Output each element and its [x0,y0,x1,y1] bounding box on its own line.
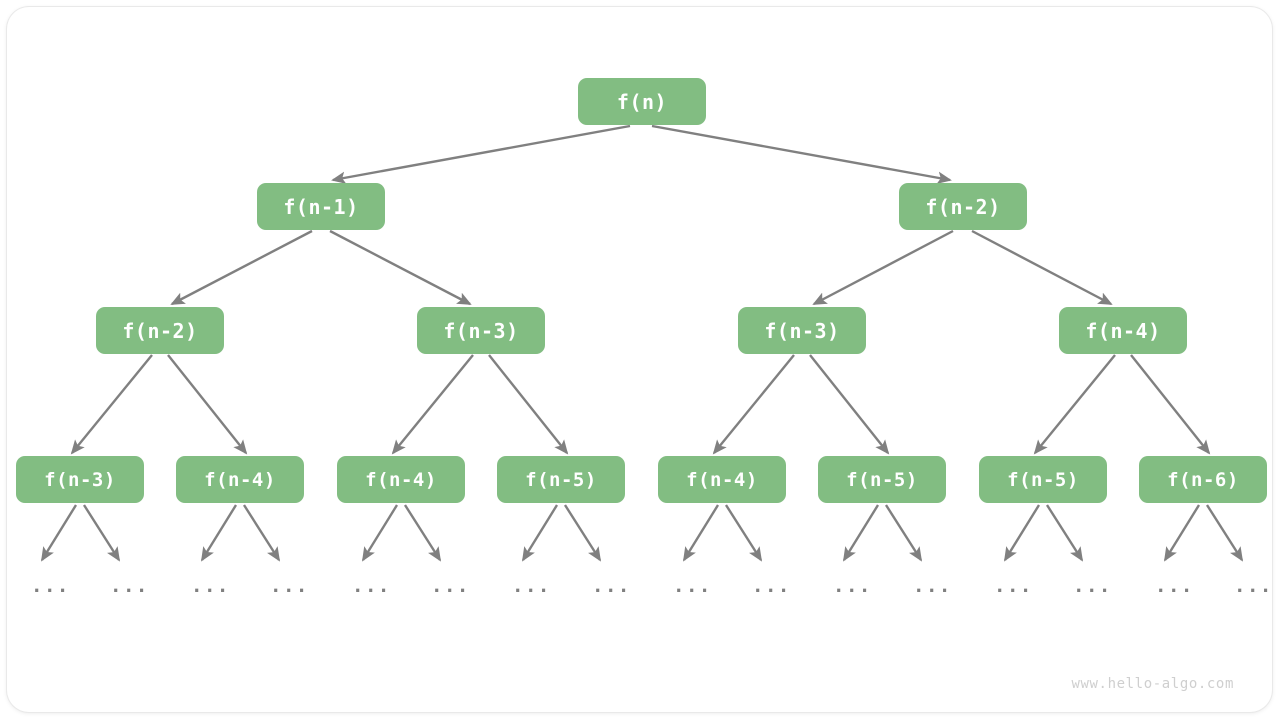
ellipsis-marker: ... [352,575,391,597]
ellipsis-marker: ... [994,575,1033,597]
tree-node: f(n-2) [899,183,1027,230]
tree-edge [329,229,472,306]
tree-edge [1163,504,1201,562]
ellipsis-marker: ... [431,575,470,597]
ellipsis-marker: ... [1073,575,1112,597]
tree-edge [712,354,795,455]
tree-edge [521,504,559,562]
tree-edge [391,354,474,455]
tree-edge [884,504,923,562]
ellipsis-marker: ... [833,575,872,597]
ellipsis-marker: ... [673,575,712,597]
tree-edge [1205,504,1244,562]
tree-edge [809,354,890,455]
tree-node: f(n) [578,78,706,125]
tree-edge [200,504,238,562]
tree-edge [242,504,281,562]
tree-edge [331,124,631,184]
tree-node: f(n-4) [1059,307,1187,354]
tree-edge [563,504,602,562]
edge-group [40,124,1244,562]
tree-node: f(n-5) [818,456,946,503]
tree-edge [842,504,880,562]
tree-node: f(n-3) [738,307,866,354]
tree-edge [403,504,442,562]
tree-edge [1033,354,1116,455]
tree-node: f(n-5) [497,456,625,503]
ellipsis-marker: ... [110,575,149,597]
tree-node: f(n-3) [417,307,545,354]
tree-node: f(n-3) [16,456,144,503]
tree-edge [971,229,1113,306]
ellipsis-marker: ... [913,575,952,597]
tree-node: f(n-1) [257,183,385,230]
tree-edge [167,354,248,455]
tree-node: f(n-5) [979,456,1107,503]
watermark: www.hello-algo.com [1071,676,1234,692]
ellipsis-marker: ... [191,575,230,597]
ellipsis-marker: ... [1155,575,1194,597]
tree-edge [724,504,763,562]
tree-edge [361,504,399,562]
tree-edge [70,354,153,455]
tree-node: f(n-6) [1139,456,1267,503]
tree-edge [812,229,954,306]
tree-node: f(n-2) [96,307,224,354]
ellipsis-marker: ... [1234,575,1273,597]
tree-edge [82,504,121,562]
tree-edge [682,504,720,562]
ellipsis-marker: ... [270,575,309,597]
ellipsis-marker: ... [31,575,70,597]
ellipsis-marker: ... [752,575,791,597]
tree-edge [1003,504,1041,562]
tree-node: f(n-4) [176,456,304,503]
ellipsis-marker: ... [512,575,551,597]
tree-edge [170,229,313,306]
tree-edge [1130,354,1211,455]
ellipsis-marker: ... [592,575,631,597]
tree-edge [651,124,952,184]
tree-edge [1045,504,1084,562]
tree-edge [40,504,78,562]
tree-edge [488,354,569,455]
tree-node: f(n-4) [658,456,786,503]
tree-node: f(n-4) [337,456,465,503]
